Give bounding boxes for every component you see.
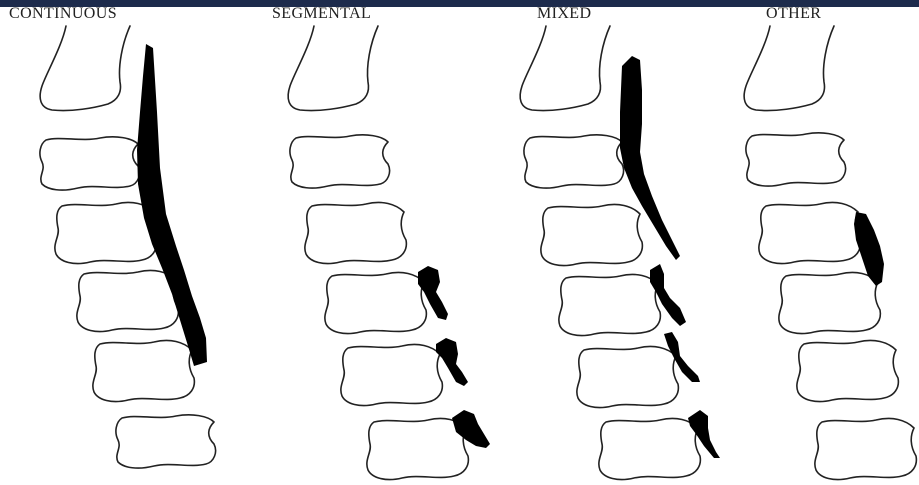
panel-other [744, 26, 916, 480]
panel-segmental [288, 26, 490, 480]
vertebra-outline-c4 [759, 202, 861, 263]
vertebra-outline-c4 [305, 202, 407, 263]
vertebra-outline-c5 [325, 272, 427, 333]
vertebra-outline-c7 [367, 418, 469, 479]
vertebra-outline-c2-dens [520, 26, 610, 111]
vertebra-outline-c3 [524, 135, 624, 188]
vertebra-outline-c5 [77, 270, 179, 331]
vertebra-outline-c2-dens [744, 26, 834, 111]
vertebra-outline-c6 [341, 344, 443, 405]
vertebra-outline-c5 [559, 274, 661, 335]
vertebra-outline-c6 [797, 340, 899, 401]
ossification-segment-c7 [688, 410, 720, 458]
ossification-continuous-part [620, 56, 680, 260]
vertebra-outline-c2-dens [40, 26, 130, 111]
vertebra-outline-c3 [746, 133, 846, 186]
vertebra-outline-c2-dens [288, 26, 378, 111]
vertebra-outline-c7 [116, 415, 216, 468]
vertebra-outline-c5 [779, 272, 881, 333]
ossification-continuous-band [137, 44, 207, 366]
ossification-localized-disc-level [854, 212, 884, 286]
vertebra-outline-c4 [541, 204, 643, 265]
vertebra-outline-c4 [55, 202, 157, 263]
panel-mixed [520, 26, 720, 480]
ossification-segment-c6 [664, 332, 700, 382]
vertebra-outline-c7 [599, 418, 701, 479]
vertebra-outline-c3 [290, 135, 390, 188]
ossification-segment-c5 [418, 266, 448, 320]
vertebra-outline-c6 [577, 346, 679, 407]
vertebra-outline-c6 [93, 340, 195, 401]
panel-continuous [40, 26, 216, 468]
ossification-segment-c7 [452, 410, 490, 448]
vertebra-outline-c7 [815, 418, 917, 479]
vertebra-outline-c3 [40, 137, 140, 190]
